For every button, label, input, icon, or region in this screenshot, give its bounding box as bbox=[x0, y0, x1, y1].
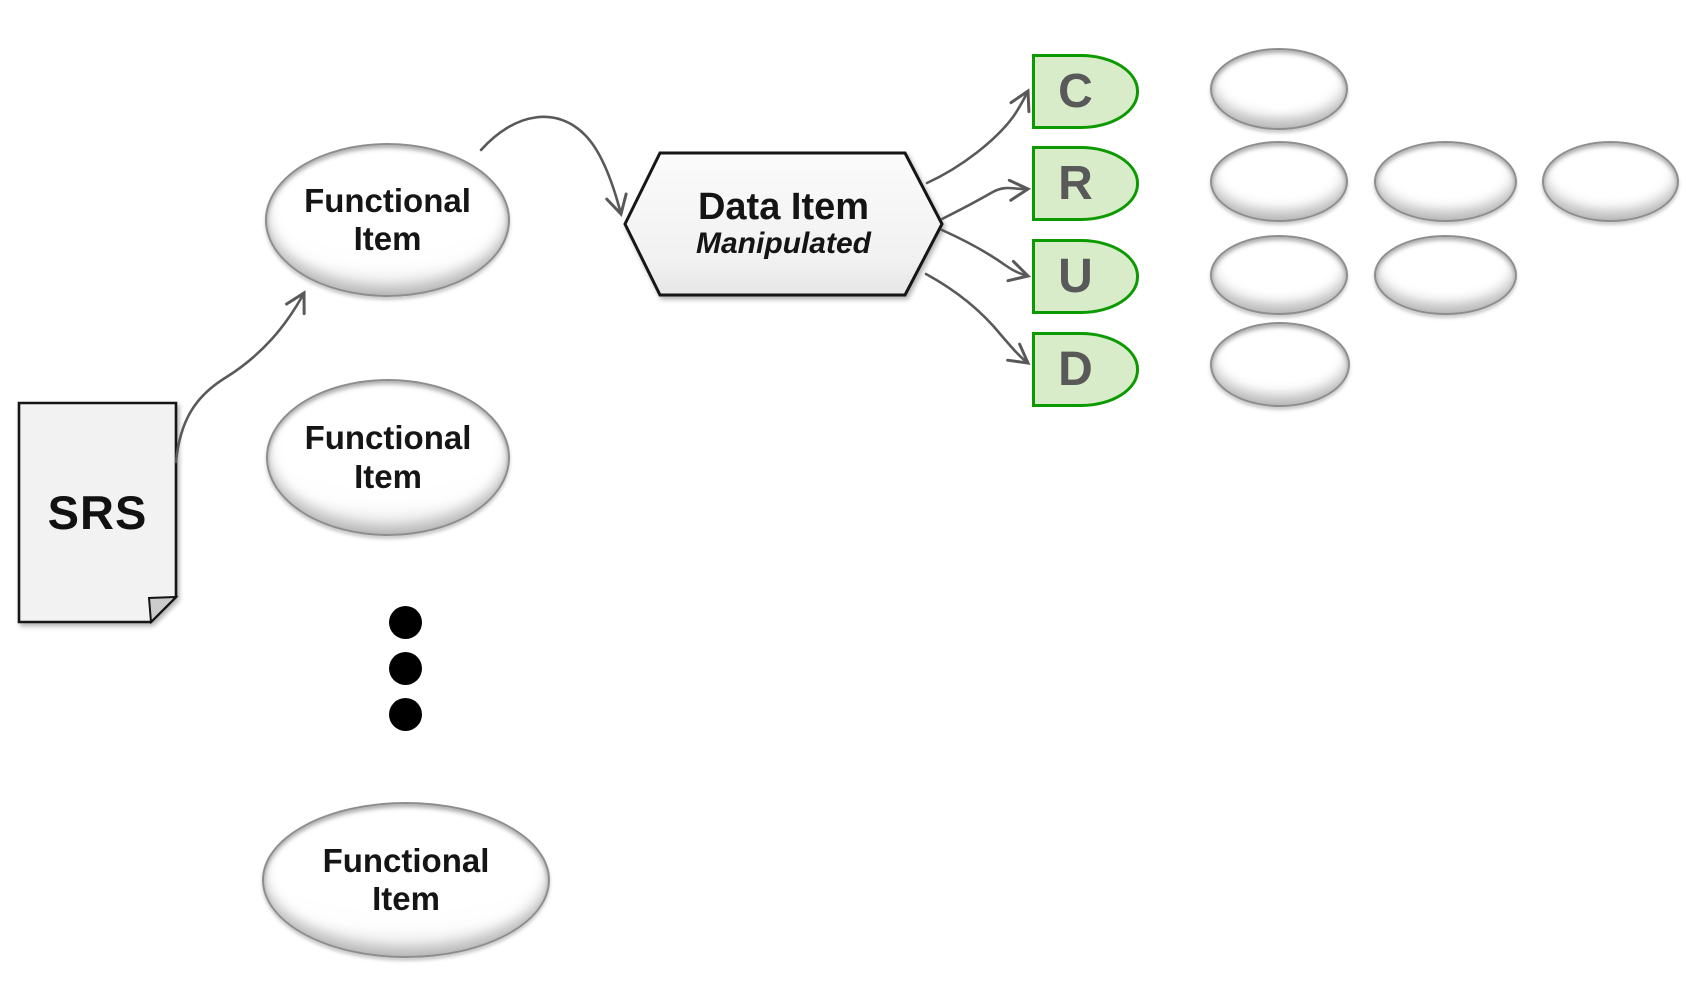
placeholder-ellipse bbox=[1542, 141, 1679, 222]
crud-create-shape: C bbox=[1032, 54, 1139, 129]
srs-document-fold bbox=[147, 595, 179, 625]
placeholder-ellipse bbox=[1210, 141, 1348, 222]
crud-delete-label: D bbox=[1058, 343, 1093, 396]
placeholder-ellipse bbox=[1374, 235, 1517, 315]
crud-create-label: C bbox=[1058, 65, 1093, 118]
functional-item-label: Functional Item bbox=[322, 841, 490, 917]
placeholder-ellipse bbox=[1374, 141, 1517, 222]
ellipsis-dot bbox=[389, 698, 422, 731]
connector-data-item-to-crud-r bbox=[940, 178, 1032, 221]
functional-item-label: Functional Item bbox=[304, 181, 471, 257]
functional-item-ellipse-2: Functional Item bbox=[266, 379, 510, 536]
functional-item-ellipse-3: Functional Item bbox=[262, 802, 550, 958]
data-item-subtitle: Manipulated bbox=[695, 227, 871, 261]
placeholder-ellipse bbox=[1210, 322, 1350, 407]
data-item-title: Data Item bbox=[697, 185, 870, 228]
functional-item-label: Functional Item bbox=[304, 419, 472, 495]
connector-data-item-to-crud-d bbox=[924, 272, 1031, 365]
connector-functional-item-to-data-item bbox=[479, 115, 628, 217]
functional-item-ellipse-1: Functional Item bbox=[265, 143, 510, 297]
crud-delete-shape: D bbox=[1032, 332, 1139, 407]
data-item-hexagon-shape bbox=[623, 151, 944, 297]
crud-update-label: U bbox=[1058, 250, 1093, 303]
placeholder-ellipse bbox=[1210, 235, 1348, 315]
ellipsis-dot bbox=[389, 652, 422, 685]
connector-srs-to-functional-item bbox=[174, 290, 306, 464]
connector-data-item-to-crud-c bbox=[925, 88, 1031, 185]
data-item-label: Data Item Manipulated bbox=[630, 153, 937, 295]
crud-update-shape: U bbox=[1032, 239, 1139, 314]
placeholder-ellipse bbox=[1210, 48, 1348, 130]
ellipsis-dot bbox=[389, 606, 422, 639]
crud-read-shape: R bbox=[1032, 146, 1139, 221]
connector-data-item-to-crud-u bbox=[940, 228, 1031, 283]
crud-read-label: R bbox=[1058, 157, 1093, 210]
srs-document-label: SRS bbox=[47, 486, 148, 539]
